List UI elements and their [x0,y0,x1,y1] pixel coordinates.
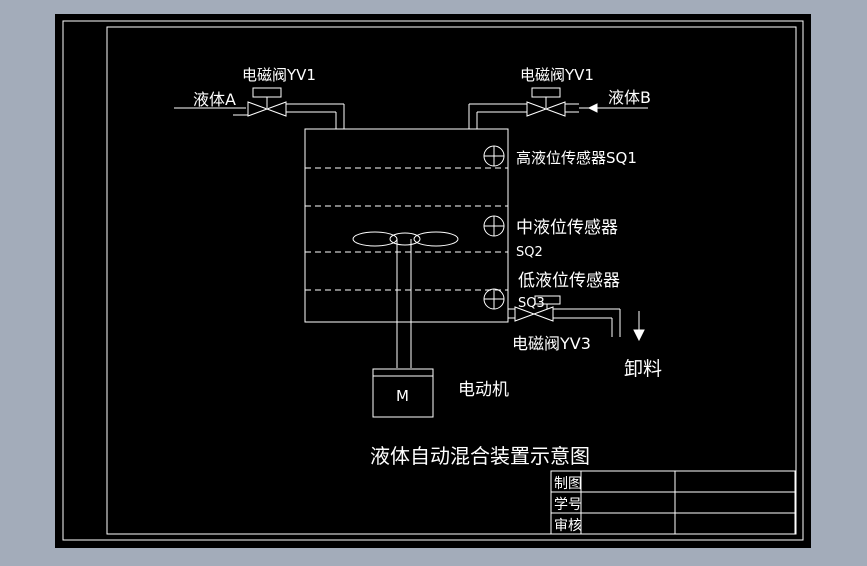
valve-yv3 [514,295,561,322]
label-liquid-b: 液体B [608,88,651,107]
motor-box [372,368,434,418]
sensor-sq3-icon [483,288,505,310]
inner-border [106,26,797,535]
label-sensor-mid: 中液位传感器 [516,218,618,238]
mixer-impeller [352,231,459,247]
label-motor-symbol: M [396,387,409,405]
valve-yv1-right [526,87,566,117]
mixer-shaft [396,239,412,368]
title-block-row-id: 学号 [554,497,582,513]
label-valve-yv3: 电磁阀YV3 [512,334,591,353]
label-motor: 电动机 [458,380,509,400]
label-valve-yv1-left: 电磁阀YV1 [242,66,316,84]
outer-border [62,20,804,541]
title-block-table [550,470,796,535]
arrow-down-icon [633,329,645,342]
label-sensor-low: 低液位传感器 [518,271,620,291]
label-sensor-high: 高液位传感器SQ1 [516,149,637,167]
label-valve-yv1-right: 电磁阀YV1 [520,66,594,84]
sensor-sq2-icon [483,215,505,237]
label-discharge: 卸料 [624,358,662,380]
mixing-tank [304,128,509,323]
label-sensor-low-code: SQ3 [518,296,545,311]
inlet-pipe-a [174,103,345,129]
outlet-pipe [508,308,621,337]
title-block-row-review: 审核 [554,518,582,534]
label-liquid-a: 液体A [193,90,236,109]
diagram-title: 液体自动混合装置示意图 [370,444,590,468]
drawing-sheet [55,14,811,548]
valve-yv1-left [247,87,287,117]
sensor-sq1-icon [483,145,505,167]
title-block-row-draw: 制图 [554,476,582,492]
arrow-icon [587,103,598,113]
label-sensor-mid-code: SQ2 [516,245,543,260]
